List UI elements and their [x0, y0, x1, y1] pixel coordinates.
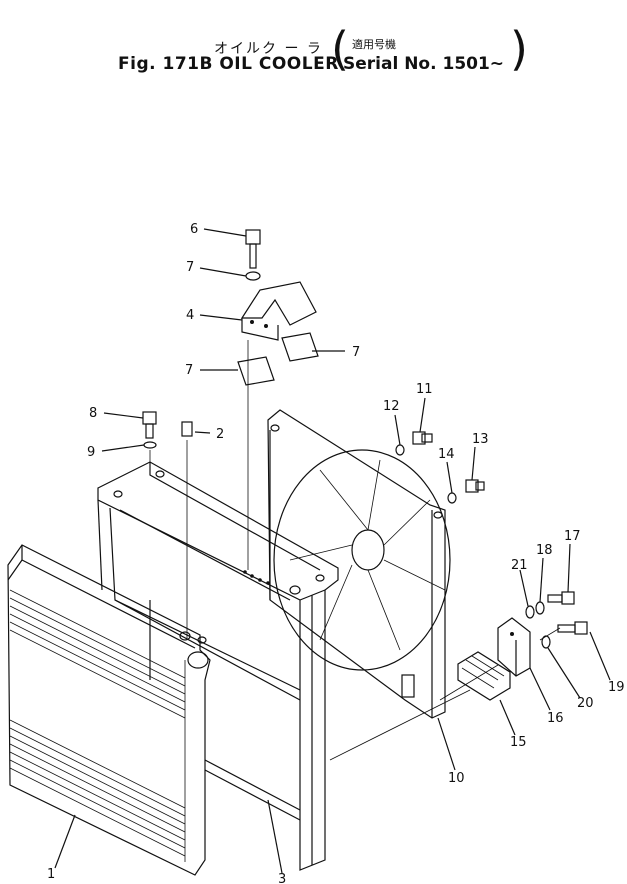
radiator-core	[7, 544, 211, 876]
clamp-bracket	[240, 281, 317, 341]
washer-12	[395, 444, 405, 456]
callout-7a: 7	[352, 345, 360, 360]
serial-japanese: 適用号機	[352, 38, 396, 51]
fan-shroud-plate	[267, 409, 451, 719]
bolt-8	[142, 411, 157, 439]
shroud-frame	[97, 461, 339, 871]
callout-12: 12	[383, 399, 400, 414]
callout-14: 14	[438, 447, 455, 462]
callout-9: 9	[87, 445, 95, 460]
page-title: Fig. 171B OIL COOLER	[118, 54, 339, 74]
bolt-11	[412, 431, 433, 445]
title-japanese: オイルク ー ラ	[214, 41, 323, 57]
bolt-5	[245, 229, 261, 269]
block-15	[457, 651, 511, 701]
callout-10: 10	[448, 771, 465, 786]
callout-18: 18	[536, 543, 553, 558]
close-paren: )	[510, 22, 528, 76]
bolt-19	[557, 621, 588, 635]
title-block: オイルク ー ラ Fig. 171B OIL COOLER ( 適用号機 Ser…	[0, 0, 627, 90]
open-paren: (	[331, 22, 349, 76]
callout-8: 8	[89, 406, 97, 421]
washer-18	[535, 601, 545, 615]
callout-5: 6	[190, 222, 198, 237]
serial-number: Serial No. 1501~	[343, 54, 505, 74]
callout-21: 21	[511, 558, 528, 573]
washer-21	[525, 605, 535, 619]
callout-20: 20	[577, 696, 594, 711]
callout-3: 3	[278, 872, 286, 884]
callout-6: 7	[186, 260, 194, 275]
washer-14	[447, 492, 457, 504]
callout-2: 2	[216, 427, 224, 442]
leader-lines	[54, 228, 611, 874]
callout-4: 4	[186, 308, 194, 323]
washer-6	[245, 271, 261, 281]
shims-7	[237, 332, 319, 386]
washer-9	[143, 441, 157, 449]
callout-16: 16	[547, 711, 564, 726]
callout-11: 11	[416, 382, 433, 397]
callout-13: 13	[472, 432, 489, 447]
callout-17: 17	[564, 529, 581, 544]
callout-15: 15	[510, 735, 527, 750]
guide-lines	[329, 627, 561, 761]
bolt-13	[465, 479, 485, 493]
callout-7b: 7	[185, 363, 193, 378]
bolt-17	[547, 591, 575, 605]
callout-19: 19	[608, 680, 625, 695]
plug-2	[181, 421, 193, 437]
callout-1: 1	[47, 867, 55, 882]
